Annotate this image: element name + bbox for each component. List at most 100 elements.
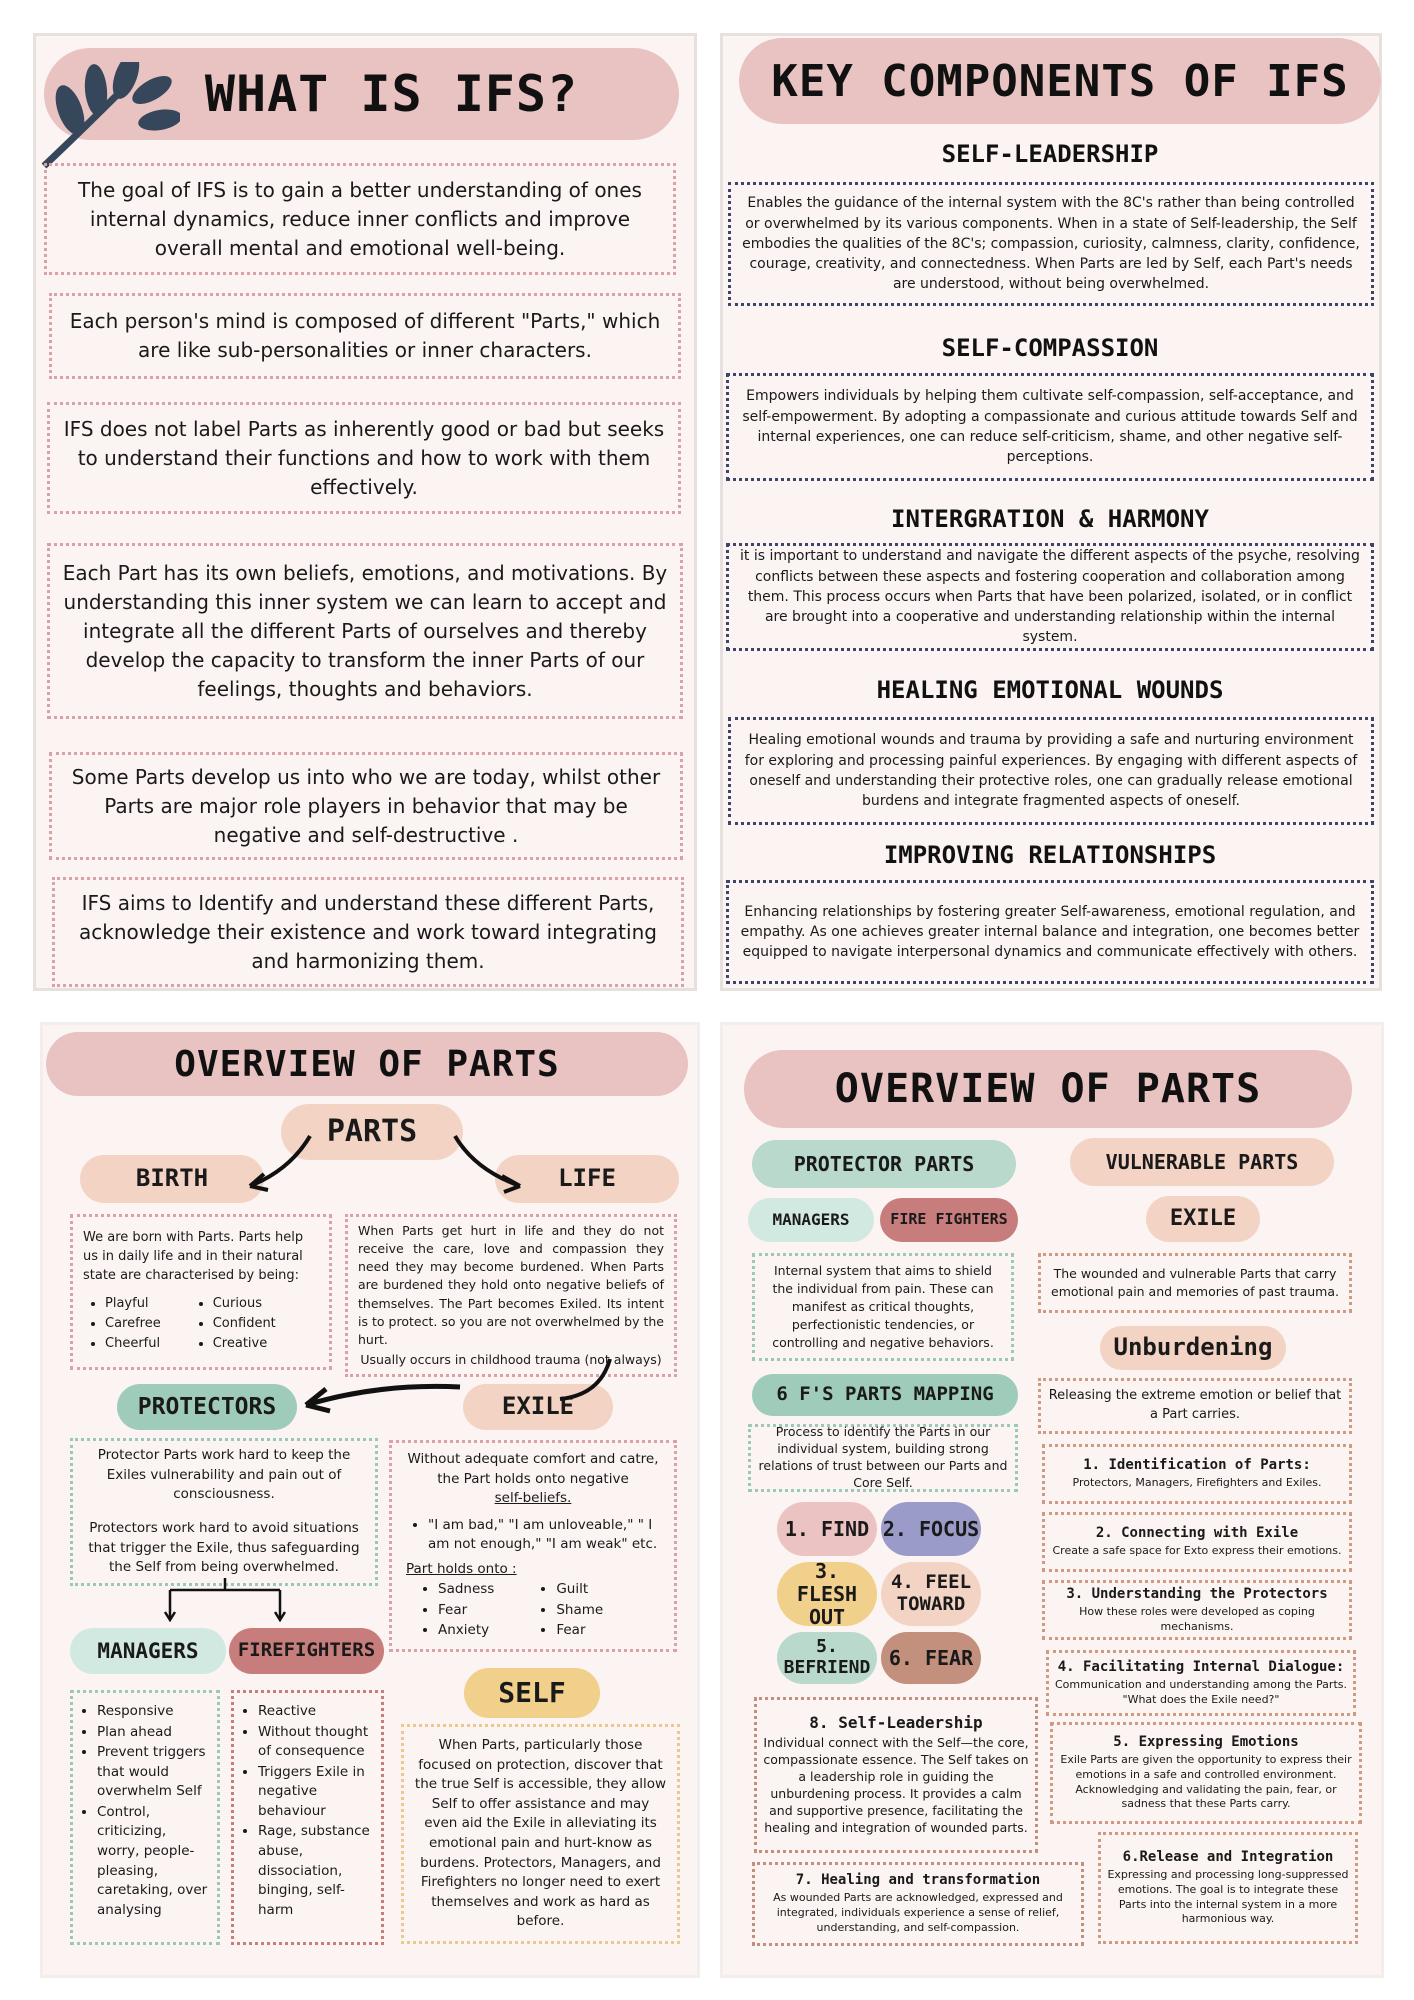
step-box-2: 2. Connecting with Exile Create a safe s… bbox=[1042, 1512, 1352, 1572]
managers-pill: MANAGERS bbox=[70, 1628, 226, 1674]
list-item: Cheerful bbox=[105, 1335, 161, 1354]
managers-list: Responsive Plan ahead Prevent triggers t… bbox=[79, 1701, 211, 1921]
firefighters-pill: FIREFIGHTERS bbox=[229, 1628, 384, 1674]
list-item: Reactive bbox=[258, 1702, 375, 1722]
step-heading: 1. Identification of Parts: bbox=[1083, 1457, 1311, 1474]
mapping-pill: 6 F'S PARTS MAPPING bbox=[752, 1374, 1018, 1416]
list-item: Playful bbox=[105, 1295, 161, 1314]
life-text: When Parts get hurt in life and they do … bbox=[358, 1223, 664, 1347]
step-heading: 6.Release and Integration bbox=[1122, 1848, 1334, 1865]
ifs-paragraph-4: Each Part has its own beliefs, emotions,… bbox=[47, 543, 683, 719]
find-step[interactable]: 1. FIND bbox=[777, 1502, 877, 1556]
step-box-5: 5. Expressing Emotions Exile Parts are g… bbox=[1050, 1722, 1362, 1824]
self-pill: SELF bbox=[464, 1668, 600, 1718]
overview-title-right: OVERVIEW OF PARTS bbox=[744, 1050, 1352, 1128]
ifs-paragraph-2: Each person's mind is composed of differ… bbox=[49, 293, 681, 379]
exile-belief-list: "I am bad," "I am unloveable," " I am no… bbox=[406, 1515, 660, 1556]
exile-beliefs: self-beliefs. bbox=[494, 1490, 572, 1507]
component-text-integration: it is important to understand and naviga… bbox=[726, 543, 1374, 651]
step-box-4: 4. Facilitating Internal Dialogue: Commu… bbox=[1046, 1650, 1356, 1716]
step-text: Communication and understanding among th… bbox=[1055, 1677, 1347, 1706]
exile-text: Without adequate comfort and catre, the … bbox=[407, 1450, 659, 1487]
firefighters-list-box: Reactive Without thought of consequence … bbox=[231, 1690, 384, 1945]
step-text: Individual connect with the Self—the cor… bbox=[763, 1735, 1029, 1835]
leaf-icon bbox=[41, 62, 180, 169]
birth-pill: BIRTH bbox=[80, 1155, 264, 1203]
list-item: Fear bbox=[438, 1601, 494, 1621]
list-item: Confident bbox=[213, 1315, 276, 1334]
list-item: Sadness bbox=[438, 1580, 494, 1600]
component-heading-self-leadership: SELF-LEADERSHIP bbox=[941, 140, 1159, 168]
component-heading-relationships: IMPROVING RELATIONSHIPS bbox=[883, 841, 1217, 869]
list-item: Fear bbox=[556, 1621, 603, 1641]
component-text-healing: Healing emotional wounds and trauma by p… bbox=[728, 717, 1374, 825]
step-box-8: 8. Self-Leadership Individual connect wi… bbox=[754, 1697, 1038, 1853]
list-item: Triggers Exile in negative behaviour bbox=[258, 1763, 375, 1822]
life-note: Usually occurs in childhood trauma (not … bbox=[360, 1351, 662, 1367]
arrow-icons-exile bbox=[304, 1358, 612, 1414]
list-item: Curious bbox=[213, 1295, 276, 1314]
ifs-paragraph-1: The goal of IFS is to gain a better unde… bbox=[44, 163, 676, 275]
list-item: Creative bbox=[213, 1335, 276, 1354]
life-text-box: When Parts get hurt in life and they do … bbox=[345, 1214, 677, 1377]
list-item: Without thought of consequence bbox=[258, 1723, 375, 1762]
panel-key-components bbox=[720, 33, 1382, 991]
unburdening-pill: Unburdening bbox=[1100, 1326, 1286, 1370]
holds-list-a: Sadness Fear Anxiety bbox=[416, 1579, 494, 1642]
list-item: Plan ahead bbox=[97, 1723, 211, 1743]
fear-step[interactable]: 6. FEAR bbox=[881, 1632, 981, 1684]
step-text: Exile Parts are given the opportunity to… bbox=[1060, 1752, 1352, 1811]
step-text: As wounded Parts are acknowledged, expre… bbox=[773, 1891, 1063, 1934]
step-heading: 3. Understanding the Protectors bbox=[1066, 1585, 1328, 1602]
birth-text: We are born with Parts. Parts help us in… bbox=[83, 1230, 304, 1284]
ifs-paragraph-6: IFS aims to Identify and understand thes… bbox=[52, 877, 684, 987]
list-item: "I am bad," "I am unloveable," " I am no… bbox=[428, 1516, 660, 1555]
protectors-pill: PROTECTORS bbox=[117, 1384, 297, 1430]
step-heading: 5. Expressing Emotions bbox=[1113, 1733, 1299, 1750]
branch-connector bbox=[163, 1578, 287, 1622]
focus-step[interactable]: 2. FOCUS bbox=[881, 1502, 981, 1556]
arrow-icons-parts bbox=[248, 1134, 521, 1194]
component-heading-integration: INTERGRATION & HARMONY bbox=[891, 505, 1209, 533]
ifs-paragraph-5: Some Parts develop us into who we are to… bbox=[49, 752, 683, 860]
birth-list-b: Curious Confident Creative bbox=[191, 1294, 276, 1355]
step-box-6: 6.Release and Integration Expressing and… bbox=[1098, 1832, 1358, 1944]
step-heading: 4. Facilitating Internal Dialogue: bbox=[1057, 1658, 1345, 1675]
step-box-3: 3. Understanding the Protectors How thes… bbox=[1042, 1580, 1352, 1640]
overview-title-left: OVERVIEW OF PARTS bbox=[46, 1032, 688, 1096]
step-text: Protectors, Managers, Firefighters and E… bbox=[1072, 1476, 1322, 1490]
step-heading: 2. Connecting with Exile bbox=[1095, 1525, 1299, 1542]
step-heading: 8. Self-Leadership bbox=[809, 1713, 983, 1733]
parts-pill: PARTS bbox=[281, 1104, 463, 1160]
step-text: How these roles were developed as coping… bbox=[1079, 1604, 1315, 1633]
protectors-text-1: Protector Parts work hard to keep the Ex… bbox=[97, 1447, 351, 1503]
exile-pill-right: EXILE bbox=[1146, 1196, 1260, 1242]
component-heading-self-compassion: SELF-COMPASSION bbox=[941, 334, 1159, 362]
list-item: Shame bbox=[556, 1601, 603, 1621]
step-text: Expressing and processing long-suppresse… bbox=[1107, 1867, 1349, 1926]
step-box-7: 7. Healing and transformation As wounded… bbox=[752, 1862, 1084, 1946]
mapping-text-box: Process to identify the Parts in our ind… bbox=[748, 1424, 1018, 1492]
list-item: Control, criticizing, worry, people-plea… bbox=[97, 1803, 211, 1920]
component-text-self-compassion: Empowers individuals by helping them cul… bbox=[726, 373, 1374, 481]
feel-toward-step[interactable]: 4. FEEL TOWARD bbox=[881, 1562, 981, 1626]
befriend-step[interactable]: 5. BEFRIEND bbox=[777, 1632, 877, 1684]
list-item: Carefree bbox=[105, 1315, 161, 1334]
protector-parts-pill: PROTECTOR PARTS bbox=[752, 1140, 1016, 1188]
list-item: Responsive bbox=[97, 1702, 211, 1722]
holds-list-b: Guilt Shame Fear bbox=[534, 1579, 603, 1642]
life-pill: LIFE bbox=[495, 1155, 679, 1203]
vulnerable-parts-pill: VULNERABLE PARTS bbox=[1070, 1138, 1334, 1186]
flesh-out-step[interactable]: 3. FLESH OUT bbox=[777, 1559, 877, 1628]
protectors-text-box: Protector Parts work hard to keep the Ex… bbox=[70, 1438, 378, 1586]
list-item: Prevent triggers that would overwhelm Se… bbox=[97, 1743, 211, 1802]
component-heading-healing: HEALING EMOTIONAL WOUNDS bbox=[876, 676, 1224, 704]
self-text-box: When Parts, particularly those focused o… bbox=[401, 1724, 680, 1944]
step-text: Create a safe space for Exto express the… bbox=[1052, 1544, 1342, 1558]
step-heading: 7. Healing and transformation bbox=[795, 1872, 1041, 1889]
unburdening-text-box: Releasing the extreme emotion or belief … bbox=[1038, 1378, 1352, 1434]
protector-text-box: Internal system that aims to shield the … bbox=[752, 1253, 1014, 1361]
managers-pill-right: MANAGERS bbox=[748, 1198, 874, 1242]
exile-text-box: Without adequate comfort and catre, the … bbox=[389, 1440, 677, 1652]
list-item: Guilt bbox=[556, 1580, 603, 1600]
